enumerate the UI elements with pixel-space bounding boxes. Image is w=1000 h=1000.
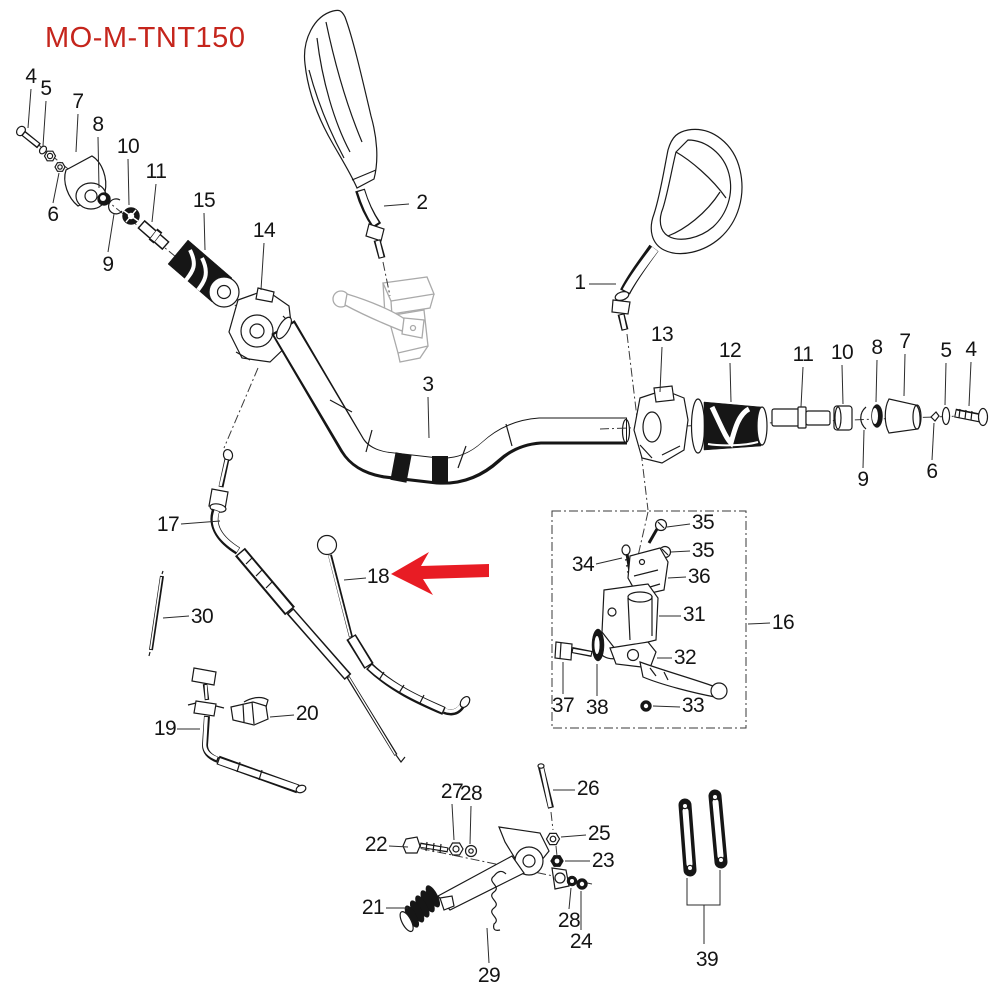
part-label-30: 30 [190,605,214,628]
part-label-10-right: 10 [830,341,854,364]
ghost-brake-master-cylinder [332,276,435,363]
part-label-10-left: 10 [116,135,140,158]
part-label-8-left: 8 [92,113,104,136]
boot-20 [230,696,269,726]
part-label-4-right: 4 [965,338,977,361]
part-label-19: 19 [153,717,177,740]
part-label-12: 12 [718,339,742,362]
part-label-21: 21 [361,896,385,919]
part-label-33: 33 [681,694,705,717]
part-label-4-left: 4 [25,65,37,88]
part-label-28-a: 28 [459,782,483,805]
diagram-title: MO-M-TNT150 [45,22,246,54]
part-label-39: 39 [695,948,719,971]
part-label-11-left: 11 [145,160,167,183]
part-label-20: 20 [295,702,319,725]
part-label-5-left: 5 [40,77,52,100]
clutch-cable [316,534,471,716]
part-label-28-b: 28 [557,909,581,932]
left-grip [167,239,240,308]
part-label-32: 32 [673,646,697,669]
part-label-2: 2 [416,191,428,214]
part-label-7-left: 7 [72,90,84,113]
part-label-8-right: 8 [871,336,883,359]
rod-30 [148,570,164,657]
part-label-9-left: 9 [102,253,114,276]
part-label-22: 22 [364,833,388,856]
part-label-5-right: 5 [940,339,952,362]
part-label-29: 29 [477,964,501,987]
part-label-6-right: 6 [926,460,938,483]
highlight-arrow [391,552,489,595]
part-label-26: 26 [576,777,600,800]
part-label-36: 36 [687,565,711,588]
part-label-25: 25 [587,822,611,845]
part-label-7-right: 7 [899,330,911,353]
right-mirror [611,128,743,511]
part-label-34: 34 [571,553,595,576]
part-label-17: 17 [156,513,180,536]
handlebar [271,316,631,485]
left-bar-end-axis [15,125,269,333]
part-label-16: 16 [771,611,795,634]
leader-lines [27,88,972,964]
shift-linkage [537,763,588,890]
part-label-15: 15 [192,189,216,212]
part-label-11-right: 11 [792,343,814,366]
part-label-18: 18 [366,565,390,588]
part-label-3: 3 [422,373,434,396]
part-label-35-a: 35 [691,511,715,534]
part-label-27: 27 [440,780,464,803]
link-straps-39 [678,789,728,944]
part-label-13: 13 [650,323,674,346]
part-label-24: 24 [569,930,593,953]
part-label-14: 14 [252,219,276,242]
part-label-37: 37 [551,694,575,717]
choke-cable [187,667,307,794]
left-mirror [303,9,391,297]
throttle-cable [208,367,406,763]
part-label-6-left: 6 [47,203,59,226]
part-label-1: 1 [574,271,586,294]
pedal-assembly [399,826,593,933]
right-bar-end-axis [599,385,991,464]
clutch-lever-assembly-box [551,510,747,729]
part-label-35-b: 35 [691,539,715,562]
part-label-31: 31 [682,603,706,626]
left-switch-housing [228,287,294,363]
part-label-9-right: 9 [857,468,869,491]
part-label-38: 38 [585,696,609,719]
part-label-23: 23 [591,849,615,872]
